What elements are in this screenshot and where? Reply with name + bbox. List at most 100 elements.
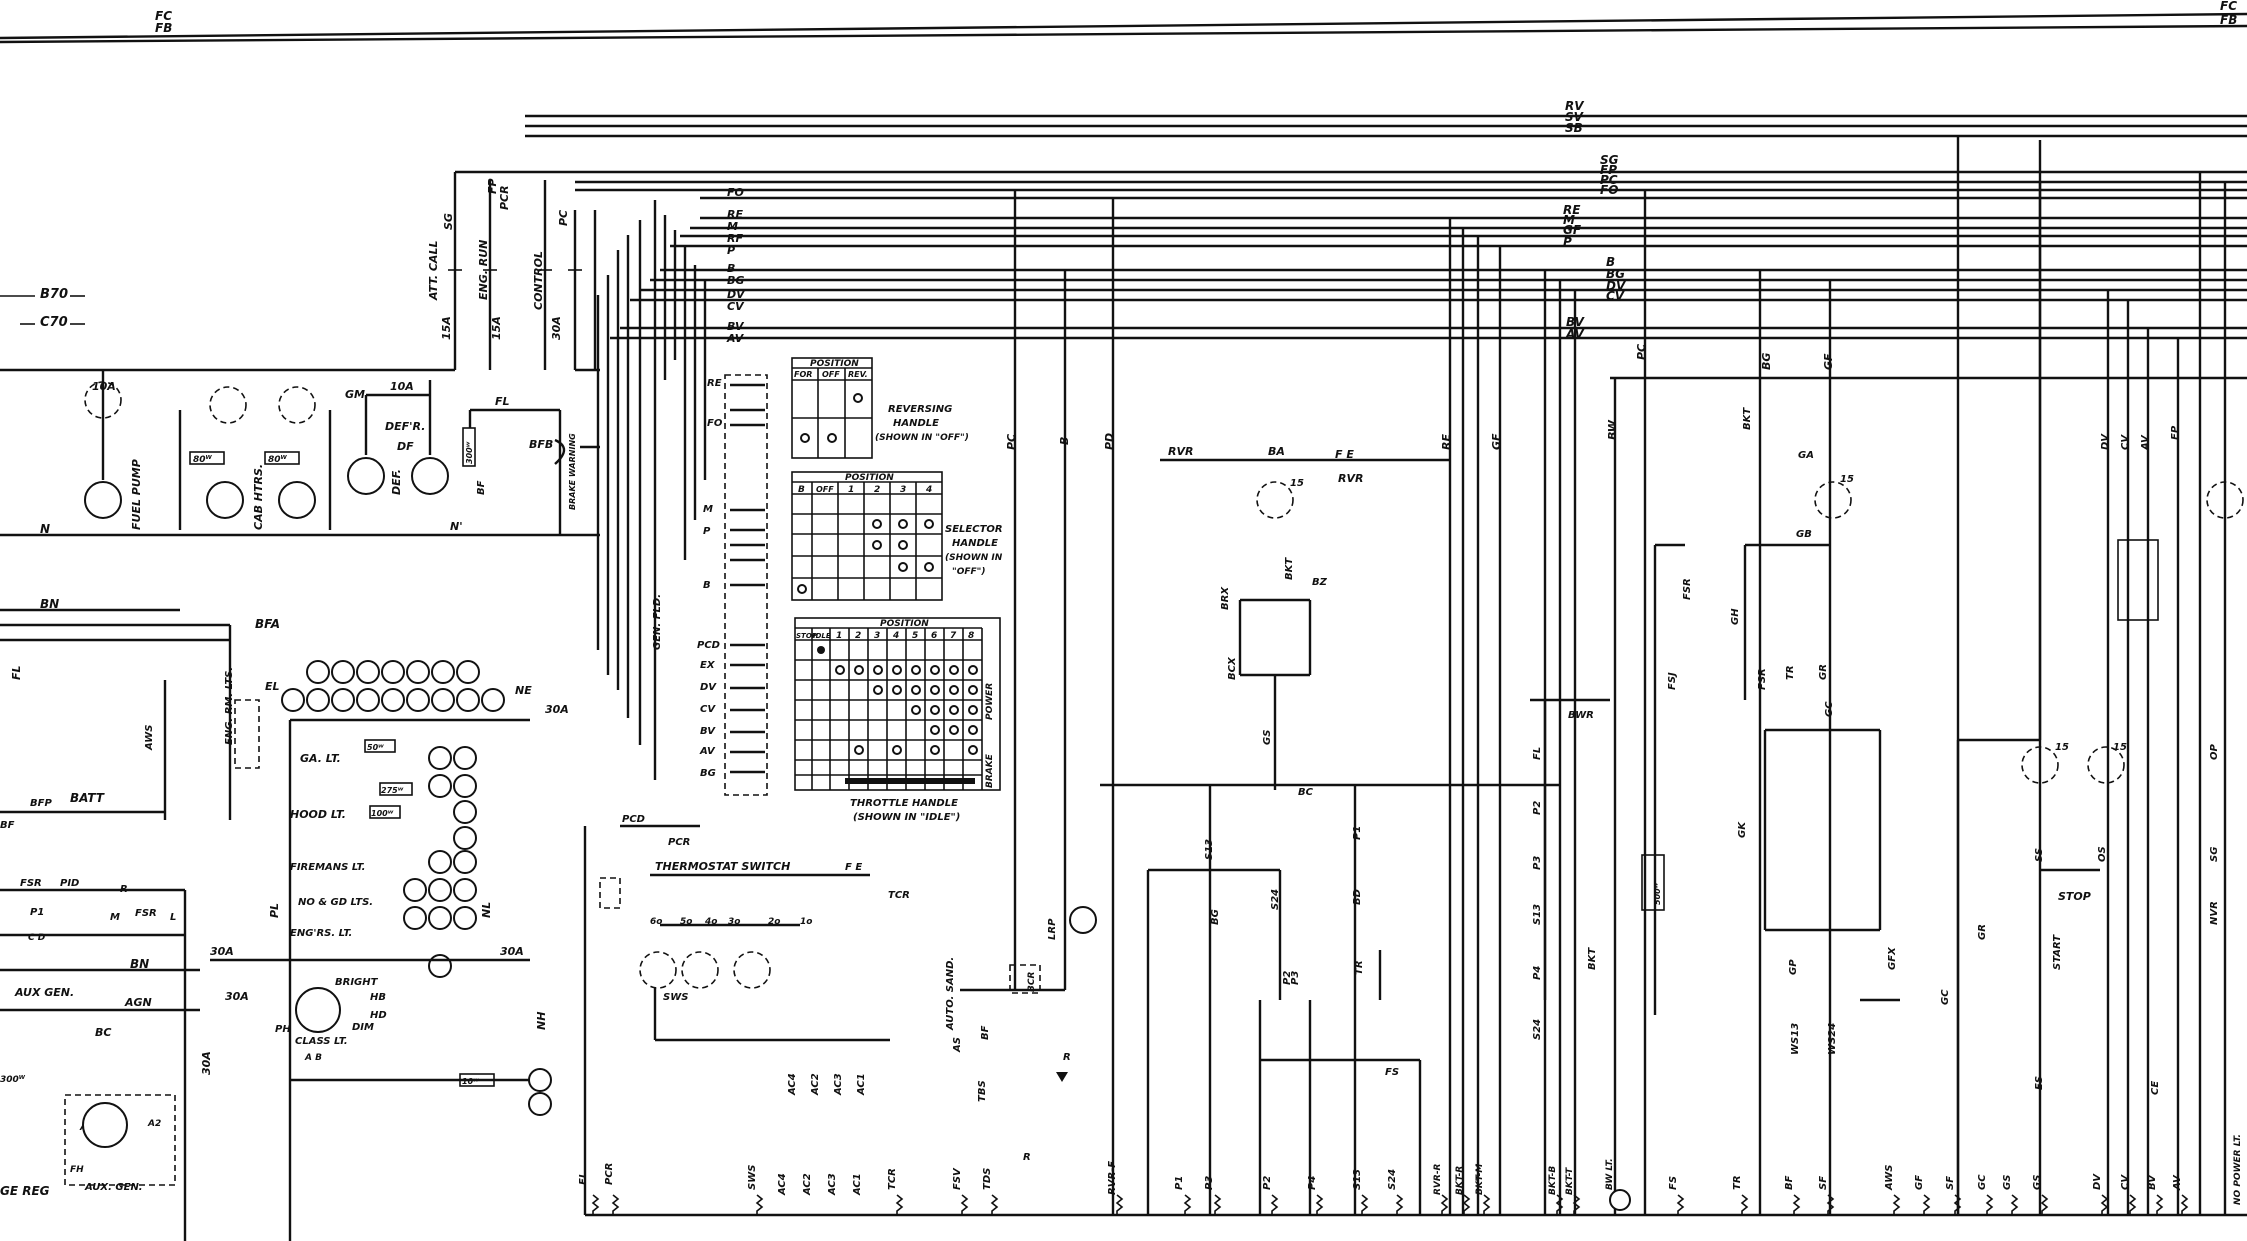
label-defr: DEF'R. [385,420,425,433]
bottom-label-s24: S24 [1387,1169,1398,1190]
throttle-col-stop: STOP [796,632,818,640]
label-cab-htrs: CAB HTRS. [252,464,265,530]
bottom-resistor-9 [1270,1194,1279,1215]
label-tcr-thermo: TCR [888,890,910,901]
bottom-label-cv: CV [2120,1174,2131,1190]
reversing-handle-table: POSITION FOR OFF REV. REVERSING HANDLE (… [791,357,969,459]
bottom-label-ac3: AC3 [827,1173,838,1196]
bw-lamp [1609,1189,1631,1211]
label-gk: GK [1737,821,1748,838]
right-components: BW PC BWR FL P2 P3 S13 P4 S24 BKT FSR FS… [1530,140,2244,1215]
reversing-caption-1: REVERSING [888,404,952,415]
label-fh: FH [70,1165,84,1175]
header-buses: FC FB FC FB [0,0,2247,44]
label-start: START [2052,934,2063,970]
label-fp: FP [486,178,499,194]
bottom-resistor-5 [990,1194,999,1215]
label-eng-run: ENG. RUN [477,240,490,300]
bottom-resistor-29 [2128,1194,2137,1215]
bottom-label-gc: GC [1977,1174,1988,1190]
bottom-label-dv: DV [2092,1173,2103,1190]
bottom-resistor-13 [1440,1194,1449,1215]
label-r-left: R [120,884,128,895]
label-class-lt: CLASS LT. [295,1036,348,1047]
label-s24-right: S24 [1532,1019,1543,1040]
label-ga: GA [1798,450,1814,461]
ac-contact-2: AC2 [810,1073,821,1096]
bottom-label-sws: SWS [747,1165,758,1190]
label-s13-right: S13 [1532,904,1543,925]
bottom-resistor-8 [1213,1194,1222,1215]
bus-label-gf: GF [1563,223,1582,237]
bottom-resistor-25 [1985,1194,1994,1215]
label-bw: BW [1606,419,1619,440]
label-att-call: ATT. CALL [427,241,440,301]
bottom-label-ac1: AC1 [852,1173,863,1196]
bottom-label-ac2: AC2 [802,1173,813,1196]
bus-label-pc: PC [1600,173,1618,187]
reversing-col-off: OFF [822,370,840,379]
bottom-resistor-15 [1482,1194,1491,1215]
tap-3: 3o [728,917,740,927]
bottom-label-fs: FS [1668,1176,1679,1190]
throttle-col-4: 4 [892,631,899,641]
bus-label-rv: RV [1565,99,1585,113]
header-tag-fc-left: FC [155,9,172,23]
throttle-col-3: 3 [874,631,880,641]
left-bus-p: P [727,244,735,257]
label-fsj: FSJ [1667,672,1678,690]
reversing-col-for: FOR [794,370,812,379]
bottom-label-rvr-f: RVR-F [1107,1161,1118,1195]
throttle-col-6: 6 [931,631,937,641]
label-p1-relay: P1 [1352,826,1363,840]
res-50w: 50ᵂ [367,743,384,752]
reversing-col-rev: REV. [848,370,868,379]
aux-generator [82,1102,128,1148]
bottom-label-gs-2: GS [2032,1175,2043,1190]
bottom-resistor-26 [2010,1194,2019,1215]
left-bus-rf: RF [727,232,743,245]
engine-room-lamps [281,660,505,712]
left-bus-m: M [727,220,738,233]
label-dim: DIM [352,1022,374,1033]
brake-warning: 300ᵂ FL BFB BF BRAKE WARNING [462,395,600,535]
label-bn-2: BN [130,957,149,971]
ctrl-wire-fo: FO [707,418,723,429]
header-tag-fb-left: FB [155,21,172,35]
bottom-label-bkt-b: BKT-B [1548,1166,1558,1195]
label-av-right: AV [2140,434,2151,451]
label-ab-class: A B [304,1053,322,1063]
fuse-30a-1: 30A [550,316,563,340]
left-bus-av: AV [726,332,745,345]
label-fp-right: FP [2170,425,2181,440]
label-bcr: BCR [1027,972,1037,992]
label-ph: PH [275,1024,291,1035]
throttle-dots [835,665,978,755]
label-cd: C D [28,933,46,943]
reversing-caption-3: (SHOWN IN "OFF") [875,433,969,443]
cab-heater-motor-2 [278,481,316,519]
label-15-right-3: 15 [2113,742,2127,753]
tap-6: 6o [650,917,662,927]
label-auto-sand: AUTO. SAND. [945,957,956,1031]
res-300w: 300ᵂ [465,441,474,464]
label-gfx: GFX [1887,946,1898,970]
thermostat-title: THERMOSTAT SWITCH [655,860,790,873]
label-bf-brake: BF [476,480,487,495]
bottom-resistor-28 [2100,1194,2109,1215]
label-es: ES [2034,1076,2045,1090]
label-aws: AWS [144,725,155,751]
label-cv-right: CV [2120,434,2131,450]
fuse-15a-2: 15A [490,316,503,340]
label-as: AS [952,1037,963,1053]
bottom-label-tds: TDS [982,1168,993,1190]
fuse-30a-5: 30A [225,990,249,1003]
cab-lamps [403,746,552,1116]
selector-caption-1: SELECTOR [945,524,1003,535]
label-fe-relay: F E [1335,448,1354,461]
label-fsr-1: FSR [20,878,42,889]
label-p3-right: P3 [1532,856,1543,870]
bottom-label-aws: AWS [1884,1165,1895,1191]
label-ss: SS [2034,848,2045,862]
label-pcr-thermo: PCR [668,837,690,848]
